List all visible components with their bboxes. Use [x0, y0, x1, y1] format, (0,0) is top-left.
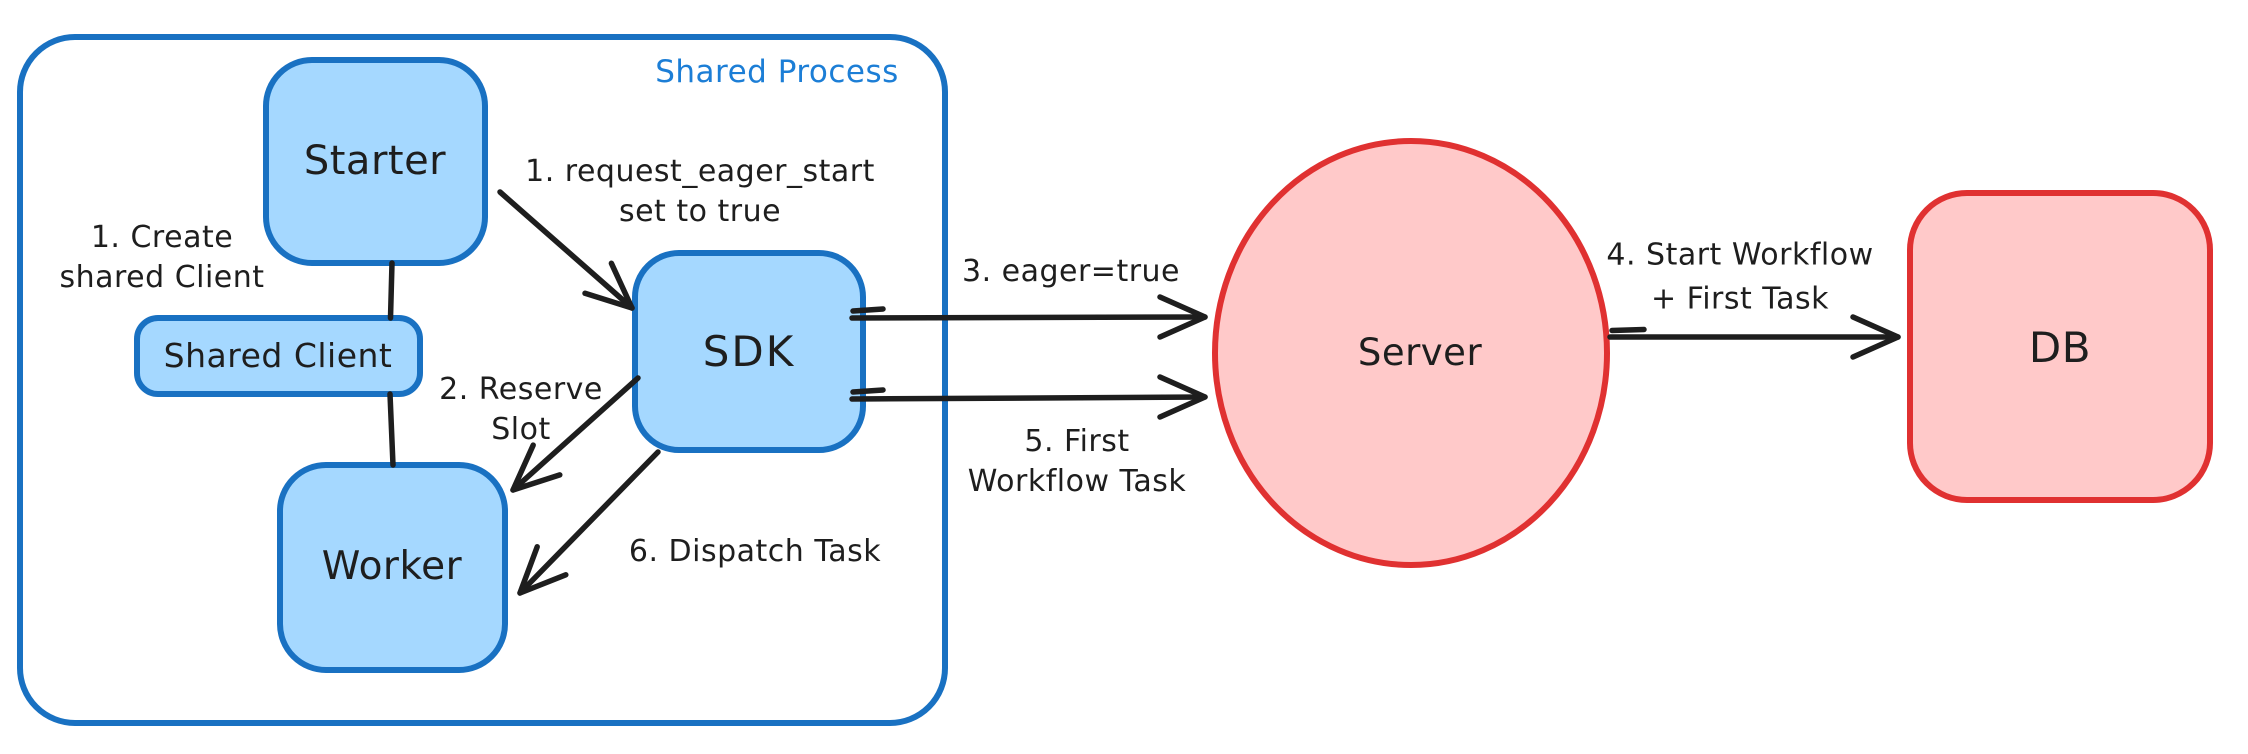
- sdk-node: [632, 250, 866, 453]
- sdk-to-worker-dispatch-arrow: [517, 449, 661, 596]
- annotation-line: 1. request_eager_start: [525, 153, 875, 189]
- annotation-line: 4. Start Workflow: [1606, 237, 1874, 273]
- reserve-slot-annotation: 2. Reserve Slot: [439, 370, 603, 450]
- shared-process-label: Shared Process: [655, 52, 899, 94]
- starter-label: Starter: [304, 135, 446, 189]
- db-label-text: DB: [2028, 322, 2092, 372]
- server-label: Server: [1358, 328, 1482, 378]
- worker-label-text: Worker: [321, 543, 463, 589]
- starter-label-text: Starter: [303, 138, 447, 185]
- server-label-text: Server: [1357, 331, 1483, 375]
- annotation-line: Slot: [491, 412, 551, 447]
- client-worker-connector: [387, 391, 396, 468]
- shared-client-label-text: Shared Client: [163, 335, 393, 375]
- create-shared-client-annotation: 1. Create shared Client: [59, 218, 264, 298]
- annotation-line: 6. Dispatch Task: [628, 533, 882, 569]
- annotation-line: 2. Reserve: [439, 371, 603, 407]
- sdk-to-server-eager-arrow: [849, 294, 1208, 340]
- first-workflow-task-annotation: 5. First Workflow Task: [968, 422, 1187, 502]
- request-eager-start-annotation: 1. request_eager_start set to true: [525, 152, 875, 232]
- db-node: [1907, 190, 2213, 503]
- annotation-line: 5. First: [1024, 423, 1130, 459]
- sdk-label-text: SDK: [702, 326, 796, 376]
- annotation-line: 3. eager=true: [961, 253, 1181, 289]
- sdk-to-server-task-arrow: [849, 374, 1208, 420]
- start-workflow-annotation: 4. Start Workflow + First Task: [1606, 234, 1873, 321]
- server-to-db-arrow: [1607, 314, 1901, 360]
- annotation-line: set to true: [618, 194, 782, 229]
- shared-process-container: [17, 34, 948, 726]
- annotation-line: shared Client: [59, 260, 265, 295]
- sdk-label: SDK: [703, 324, 796, 380]
- dispatch-task-annotation: 6. Dispatch Task: [629, 532, 881, 572]
- worker-label: Worker: [322, 541, 462, 593]
- shared-client-node: [134, 315, 423, 397]
- annotation-line: 1. Create: [90, 219, 234, 255]
- server-node: [1212, 138, 1610, 568]
- starter-to-sdk-arrow: [497, 189, 635, 311]
- sdk-to-worker-reserve-arrow: [510, 375, 641, 493]
- annotation-line: Workflow Task: [967, 464, 1187, 499]
- db-label: DB: [2029, 320, 2091, 376]
- starter-client-connector: [387, 260, 395, 321]
- eager-true-annotation: 3. eager=true: [962, 252, 1180, 292]
- shared-client-label: Shared Client: [164, 334, 393, 378]
- starter-node: [263, 57, 488, 266]
- annotation-line: + First Task: [1650, 281, 1830, 316]
- shared-process-label-text: Shared Process: [655, 54, 899, 91]
